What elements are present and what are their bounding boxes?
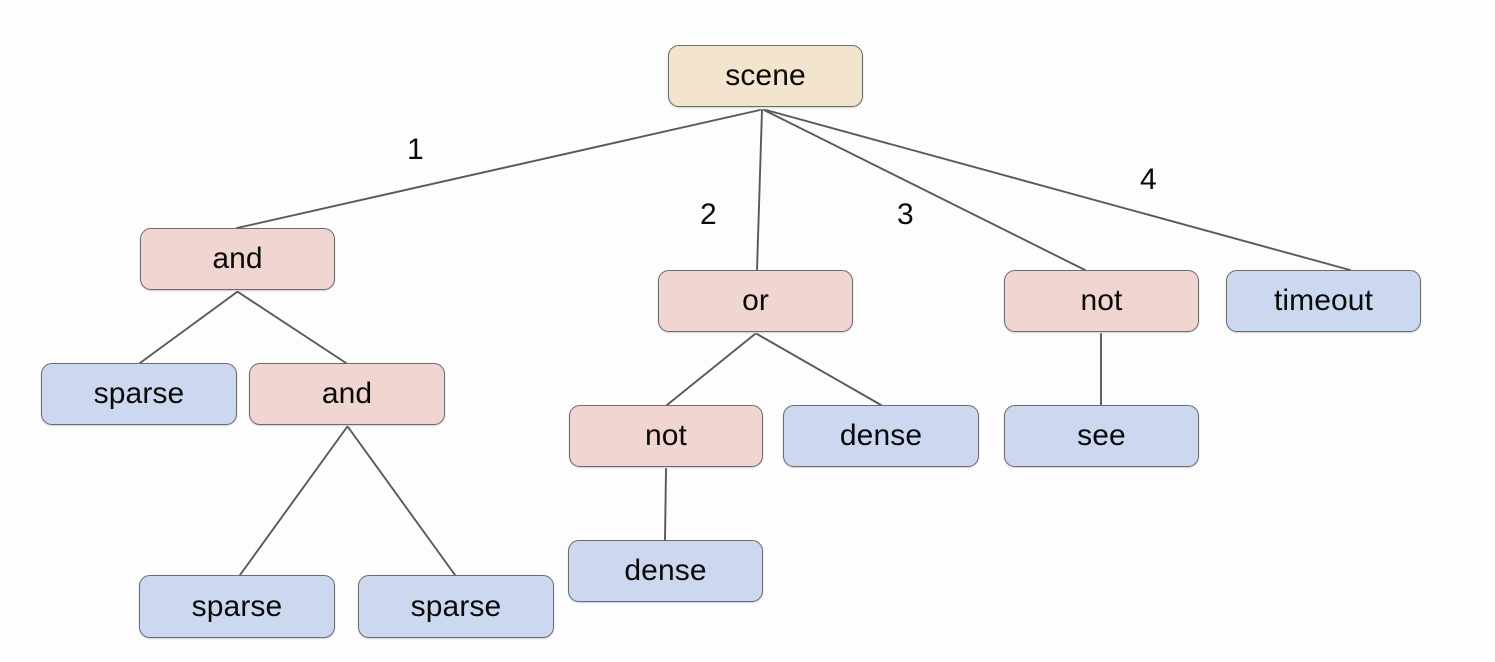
- edge-label-2: 2: [700, 198, 717, 231]
- tree-node-or1[interactable]: or: [658, 270, 853, 332]
- tree-node-and2[interactable]: and: [249, 363, 445, 425]
- tree-edge: [756, 109, 763, 271]
- tree-node-sparse2[interactable]: sparse: [139, 575, 335, 638]
- edge-label-1: 1: [407, 133, 424, 166]
- tree-node-label: and: [212, 242, 263, 275]
- tree-node-timeout1[interactable]: timeout: [1226, 270, 1421, 332]
- tree-node-label: timeout: [1273, 284, 1374, 317]
- tree-node-label: see: [1077, 419, 1126, 452]
- tree-node-dense2[interactable]: dense: [568, 540, 763, 602]
- tree-node-label: not: [644, 419, 687, 452]
- tree-node-label: scene: [725, 59, 806, 92]
- tree-edge: [139, 291, 238, 364]
- tree-node-label: or: [742, 284, 769, 317]
- tree-node-and1[interactable]: and: [140, 228, 335, 290]
- tree-node-scene[interactable]: scene: [668, 45, 863, 107]
- tree-edge: [756, 333, 882, 406]
- tree-node-sparse3[interactable]: sparse: [358, 575, 554, 638]
- edge-label-4: 4: [1140, 163, 1157, 196]
- tree-node-label: sparse: [191, 589, 283, 623]
- tree-edge: [236, 109, 761, 229]
- tree-edge: [347, 426, 456, 576]
- tree-node-label: dense: [624, 554, 707, 587]
- tree-node-label: not: [1080, 284, 1123, 317]
- tree-edge: [763, 109, 1086, 271]
- tree-node-label: and: [321, 377, 373, 410]
- tree-node-sparse1[interactable]: sparse: [41, 363, 237, 425]
- tree-node-not2[interactable]: not: [1004, 270, 1199, 332]
- tree-node-dense1[interactable]: dense: [783, 405, 979, 467]
- tree-edge: [239, 426, 348, 576]
- tree-node-label: sparse: [410, 589, 502, 623]
- tree-edge: [666, 333, 756, 406]
- tree-node-not1[interactable]: not: [569, 405, 763, 467]
- tree-node-label: sparse: [93, 377, 185, 410]
- tree-edge: [664, 468, 667, 541]
- edge-label-3: 3: [897, 198, 914, 231]
- tree-edge: [237, 291, 347, 364]
- tree-edge: [765, 109, 1351, 271]
- tree-node-see1[interactable]: see: [1004, 405, 1199, 467]
- tree-node-label: dense: [839, 419, 923, 452]
